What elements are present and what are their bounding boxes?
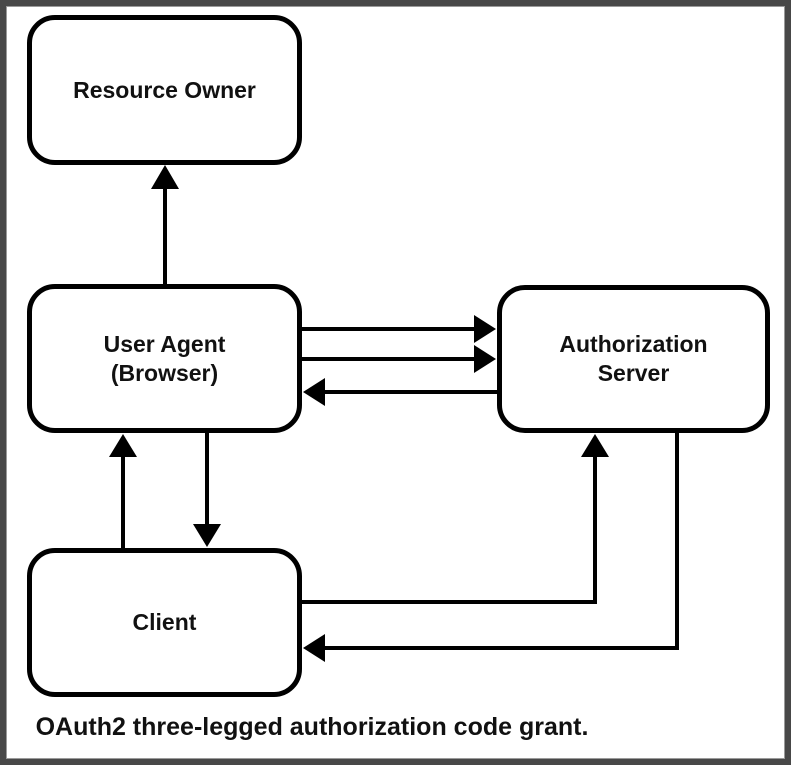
arrow-client-to-user-agent bbox=[109, 434, 137, 548]
client-label: Client bbox=[132, 609, 197, 635]
client-box: Client bbox=[27, 548, 302, 697]
arrow-client-to-auth-server bbox=[302, 434, 609, 604]
user-agent-box: User Agent (Browser) bbox=[27, 284, 302, 433]
user-agent-label-line1: User Agent bbox=[103, 330, 226, 357]
resource-owner-box: Resource Owner bbox=[27, 15, 302, 165]
diagram-caption: OAuth2 three-legged authorization code g… bbox=[35, 713, 589, 741]
arrow-auth-server-to-user-agent bbox=[303, 378, 497, 406]
user-agent-label-line2: (Browser) bbox=[110, 359, 219, 386]
resource-owner-label: Resource Owner bbox=[73, 76, 256, 103]
arrow-user-agent-to-resource-owner bbox=[151, 165, 179, 284]
arrow-user-agent-to-auth-server-2 bbox=[302, 345, 496, 373]
authorization-server-label-line1: Authorization bbox=[559, 331, 708, 357]
arrow-user-agent-to-auth-server-1 bbox=[302, 315, 496, 343]
authorization-server-label-line2: Server bbox=[597, 360, 670, 386]
arrow-auth-server-to-client bbox=[303, 433, 679, 662]
authorization-server-box: Authorization Server bbox=[497, 285, 770, 433]
arrow-user-agent-to-client bbox=[193, 433, 221, 547]
